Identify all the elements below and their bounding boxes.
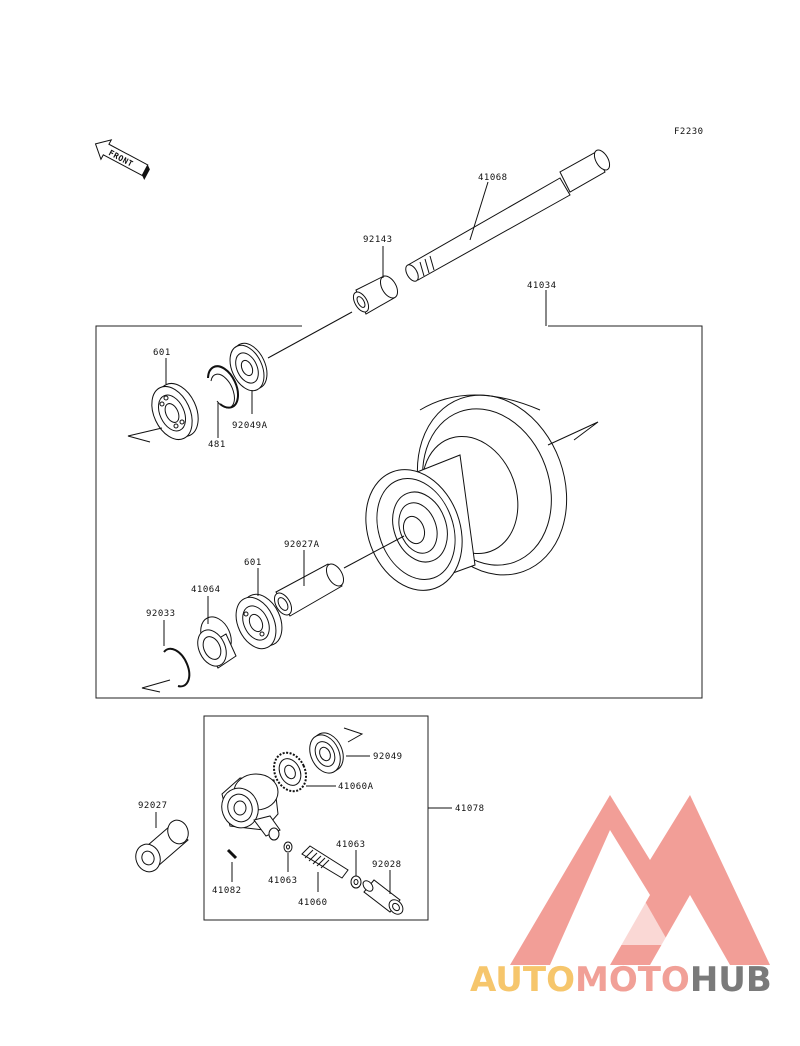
callout-92033: 92033: [146, 609, 176, 619]
collar-92143: [352, 275, 399, 315]
callout-92143: 92143: [363, 235, 393, 245]
figure-code: F2230: [674, 127, 704, 137]
callout-92027a: 92027A: [284, 540, 320, 550]
axis-line-left-bottom: [141, 679, 171, 693]
callout-92027: 92027: [138, 801, 168, 811]
box-41034: [95, 325, 703, 699]
axis-line-hub: [343, 535, 405, 569]
callout-481: 481: [208, 440, 226, 450]
axis-line-upper: [267, 311, 353, 359]
gear-housing: [221, 773, 281, 841]
washer-41063-right: [350, 875, 362, 889]
leader-41068: [469, 181, 489, 241]
bushing-92028: [362, 879, 404, 915]
circlip-481: [207, 365, 239, 409]
automotohub-logo-icon: [510, 795, 770, 965]
callout-601-top: 601: [153, 348, 171, 358]
box-41078: [203, 715, 429, 921]
callout-92049: 92049: [373, 752, 403, 762]
callout-41078: 41078: [455, 804, 485, 814]
axis-line-speedo: [343, 727, 364, 743]
callout-92049a: 92049A: [232, 421, 268, 431]
wordmark-auto: AUTO: [470, 960, 575, 1000]
callout-41063-left: 41063: [268, 876, 298, 886]
callout-41060: 41060: [298, 898, 328, 908]
pinion-41060: [301, 845, 349, 879]
callout-41082: 41082: [212, 886, 242, 896]
washer-41063-left: [283, 841, 293, 853]
bearing-601-top: [151, 383, 199, 440]
callout-601-bottom: 601: [244, 558, 262, 568]
collar-92027: [135, 819, 189, 873]
callout-41068: 41068: [478, 173, 508, 183]
bearing-601-bottom: [235, 593, 283, 650]
axis-line-left-top: [127, 427, 163, 443]
oil-seal-92049a: [229, 342, 268, 392]
pin-41082: [226, 848, 238, 860]
axle-41068: [405, 149, 611, 282]
automotohub-wordmark: AUTOMOTOHUB: [470, 960, 800, 1000]
wordmark-moto: MOTO: [574, 960, 690, 1000]
oil-seal-92049: [309, 732, 344, 774]
callout-41064: 41064: [191, 585, 221, 595]
callout-92028: 92028: [372, 860, 402, 870]
callout-41060a: 41060A: [338, 782, 374, 792]
circlip-92033: [163, 647, 191, 688]
front-arrow-icon: FRONT: [94, 139, 150, 181]
wheel-hub: [365, 394, 568, 591]
collar-41064: [197, 616, 237, 669]
axis-line-right: [547, 421, 599, 446]
sleeve-92027a: [273, 563, 345, 617]
callout-41063-right: 41063: [336, 840, 366, 850]
callout-41034: 41034: [527, 281, 557, 291]
gear-41060a: [272, 751, 308, 793]
wordmark-hub: HUB: [689, 960, 772, 1000]
